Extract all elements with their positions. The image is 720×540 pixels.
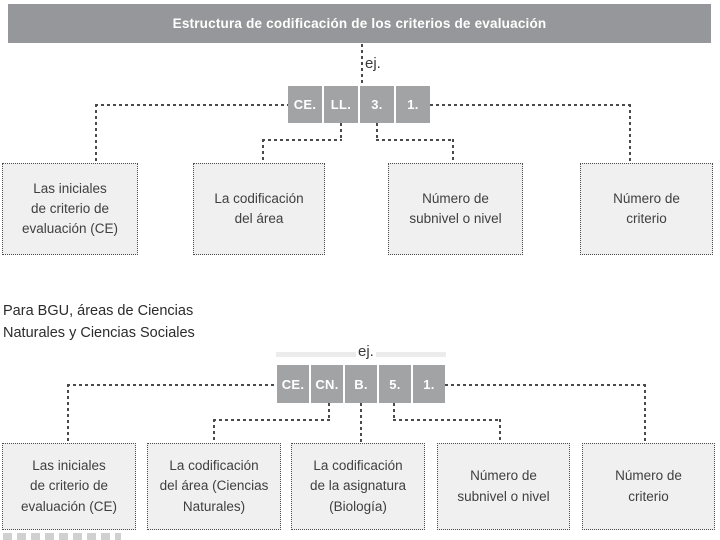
connector	[445, 384, 645, 386]
connector	[430, 104, 630, 106]
diagram-title: Estructura de codificación de los criter…	[172, 16, 547, 31]
connector	[213, 419, 330, 421]
connector	[393, 403, 395, 420]
code-box-3: 3.	[360, 86, 394, 123]
connector	[376, 139, 454, 141]
code-row-2: CE. CN. B. 5. 1.	[277, 365, 445, 403]
code-box-5: 5.	[379, 365, 411, 403]
code-box-cn: CN.	[311, 365, 343, 403]
connector	[95, 104, 97, 164]
example-label-1: ej.	[363, 55, 383, 72]
code-row-1: CE. LL. 3. 1.	[288, 86, 430, 123]
label-box-sublevel-2: Número de subnivel o nivel	[437, 443, 570, 530]
code-box-ce2: CE.	[277, 365, 309, 403]
connector	[328, 403, 330, 420]
connector	[340, 123, 342, 140]
label-box-initials-1: Las iniciales de criterio de evaluación …	[2, 163, 138, 255]
clipped-text-artifact	[3, 533, 121, 540]
connector	[262, 139, 264, 165]
connector	[67, 384, 277, 386]
diagram-title-bar: Estructura de codificación de los criter…	[8, 4, 711, 43]
label-box-criterion-2: Número de criterio	[582, 443, 715, 530]
connector	[393, 419, 500, 421]
code-box-1b: 1.	[413, 365, 445, 403]
connector	[499, 419, 501, 444]
connector	[95, 104, 288, 106]
connector	[67, 384, 69, 444]
connector	[644, 384, 646, 444]
label-box-initials-2: Las iniciales de criterio de evaluación …	[2, 443, 136, 530]
label-box-area-2: La codificación del área (Ciencias Natur…	[147, 443, 281, 530]
code-box-ll: LL.	[324, 86, 358, 123]
code-box-ce: CE.	[288, 86, 322, 123]
connector	[360, 403, 362, 444]
connector	[629, 104, 631, 164]
example-label-2: ej.	[356, 343, 376, 360]
label-box-area-1: La codificación del área	[193, 163, 325, 255]
connector	[452, 139, 454, 165]
connector	[262, 139, 342, 141]
label-box-subject-2: La codificación de la asignatura (Biolog…	[291, 443, 425, 530]
code-box-1: 1.	[396, 86, 430, 123]
code-box-b: B.	[345, 365, 377, 403]
connector-title-to-code	[361, 44, 363, 86]
connector	[376, 123, 378, 140]
label-box-criterion-1: Número de criterio	[580, 163, 713, 255]
connector	[213, 419, 215, 444]
section-label-bgu: Para BGU, áreas de Ciencias Naturales y …	[3, 303, 195, 341]
label-box-sublevel-1: Número de subnivel o nivel	[388, 163, 523, 255]
